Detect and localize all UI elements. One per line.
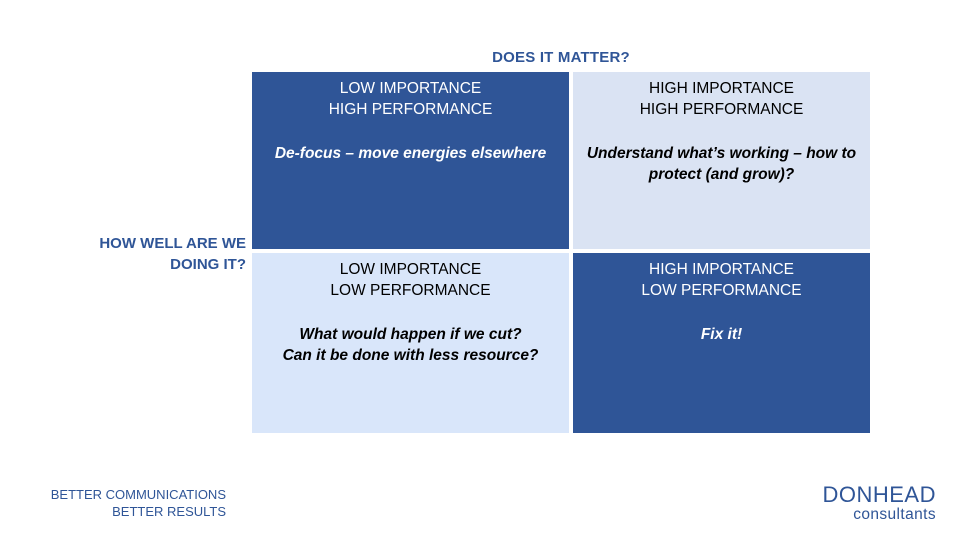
quadrant-performance-label: LOW PERFORMANCE [641, 282, 802, 299]
quadrant-performance-label: HIGH PERFORMANCE [639, 101, 804, 118]
quadrant-action-note-line-2: Can it be done with less resource? [282, 347, 539, 364]
footer-tagline: BETTER COMMUNICATIONS BETTER RESULTS [40, 486, 226, 520]
quadrant-importance-label: LOW IMPORTANCE [339, 261, 482, 278]
x-axis-label: DOES IT MATTER? [492, 49, 630, 66]
company-logo: DONHEAD consultants [822, 483, 936, 523]
quadrant-performance-label: LOW PERFORMANCE [330, 282, 491, 299]
quadrant-action-note-line-1: What would happen if we cut? [299, 326, 522, 343]
quadrant-action-note-line-1: Understand what’s working – how to [586, 145, 857, 162]
quadrant-action-note-line-1: De-focus – move energies elsewhere [274, 145, 547, 162]
quadrant-action-note-line-1: Fix it! [700, 326, 743, 343]
quadrant-performance-label: HIGH PERFORMANCE [328, 101, 493, 118]
y-axis-label-line-2: DOING IT? [170, 256, 246, 273]
quadrant-low-importance-high-performance: LOW IMPORTANCE HIGH PERFORMANCE De-focus… [252, 72, 569, 249]
footer-tagline-line-2: BETTER RESULTS [112, 504, 226, 519]
quadrant-importance-label: HIGH IMPORTANCE [649, 80, 794, 97]
quadrant-importance-label: HIGH IMPORTANCE [649, 261, 794, 278]
quadrant-action-note: De-focus – move energies elsewhere [252, 143, 569, 164]
logo-subtitle: consultants [853, 506, 936, 523]
quadrant-action-note: What would happen if we cut? Can it be d… [252, 324, 569, 366]
quadrant-high-importance-high-performance: HIGH IMPORTANCE HIGH PERFORMANCE Underst… [573, 72, 870, 249]
quadrant-action-note-line-2: protect (and grow)? [648, 166, 795, 183]
priority-matrix: LOW IMPORTANCE HIGH PERFORMANCE De-focus… [252, 72, 870, 433]
quadrant-high-importance-low-performance: HIGH IMPORTANCE LOW PERFORMANCE Fix it! [573, 253, 870, 433]
y-axis-label-line-1: HOW WELL ARE WE [99, 235, 246, 252]
footer-tagline-line-1: BETTER COMMUNICATIONS [50, 487, 226, 502]
logo-name: DONHEAD [822, 482, 936, 507]
quadrant-action-note: Fix it! [573, 324, 870, 345]
y-axis-label: HOW WELL ARE WE DOING IT? [60, 233, 246, 275]
quadrant-low-importance-low-performance: LOW IMPORTANCE LOW PERFORMANCE What woul… [252, 253, 569, 433]
quadrant-action-note: Understand what’s working – how to prote… [573, 143, 870, 185]
quadrant-importance-label: LOW IMPORTANCE [339, 80, 482, 97]
